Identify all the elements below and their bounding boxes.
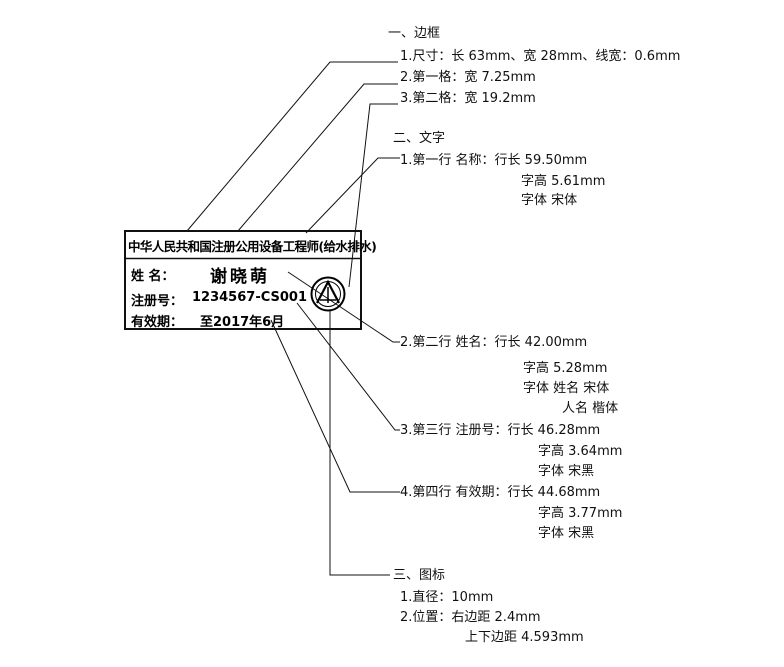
- note-text-row2-line: 2.第二行 姓名：行长 42.00mm: [400, 335, 588, 350]
- note-text-row2-line: 人名 楷体: [562, 401, 619, 416]
- stamp-title: 中华人民共和国注册公用设备工程师(给水排水): [128, 239, 377, 254]
- leader-border-cell2: [348, 103, 398, 288]
- note-border-heading: 一、边框: [388, 26, 441, 41]
- note-border-item: 2.第一格：宽 7.25mm: [400, 70, 536, 85]
- stamp-outer-border: [124, 230, 362, 330]
- note-border-item: 3.第二格：宽 19.2mm: [400, 91, 536, 106]
- note-text-row2-line: 字体 姓名 宋体: [523, 381, 610, 396]
- leader-text-row2: [287, 271, 400, 343]
- stamp-name-label: 姓 名：: [131, 269, 175, 284]
- note-icon-heading: 三、图标: [393, 568, 446, 583]
- note-text-row3-line: 3.第三行 注册号：行长 46.28mm: [400, 423, 601, 438]
- stamp-reg-value: 1234567-CS001: [192, 290, 307, 305]
- leader-icon: [329, 310, 390, 576]
- stamp-name-value: 谢晓萌: [210, 267, 270, 287]
- stamp-reg-label: 注册号：: [131, 294, 184, 309]
- note-icon-item: 2.位置：右边距 2.4mm: [400, 610, 541, 625]
- leader-border-size: [186, 61, 398, 232]
- note-text-row3-line: 字体 宋黑: [538, 464, 595, 479]
- note-text-row1-line: 字高 5.61mm: [521, 174, 606, 189]
- note-text-row4-line: 4.第四行 有效期：行长 44.68mm: [400, 485, 601, 500]
- note-text-row2-line: 字高 5.28mm: [523, 361, 608, 376]
- emblem-icon: [310, 276, 346, 312]
- leader-border-cell1: [237, 83, 398, 232]
- leader-text-row4: [270, 319, 400, 493]
- stamp-valid-label: 有效期：: [131, 315, 184, 330]
- stamp-valid-value: 至2017年6月: [200, 315, 285, 330]
- note-text-row1-line: 字体 宋体: [521, 193, 578, 208]
- note-text-heading: 二、文字: [393, 131, 446, 146]
- note-icon-item: 上下边距 4.593mm: [465, 630, 584, 645]
- note-icon-item: 1.直径：10mm: [400, 590, 494, 605]
- note-text-row1-line: 1.第一行 名称：行长 59.50mm: [400, 153, 588, 168]
- leader-text-row1: [305, 157, 400, 234]
- note-text-row3-line: 字高 3.64mm: [538, 444, 623, 459]
- note-border-item: 1.尺寸：长 63mm、宽 28mm、线宽：0.6mm: [400, 49, 681, 64]
- note-text-row4-line: 字高 3.77mm: [538, 506, 623, 521]
- note-text-row4-line: 字体 宋黑: [538, 526, 595, 541]
